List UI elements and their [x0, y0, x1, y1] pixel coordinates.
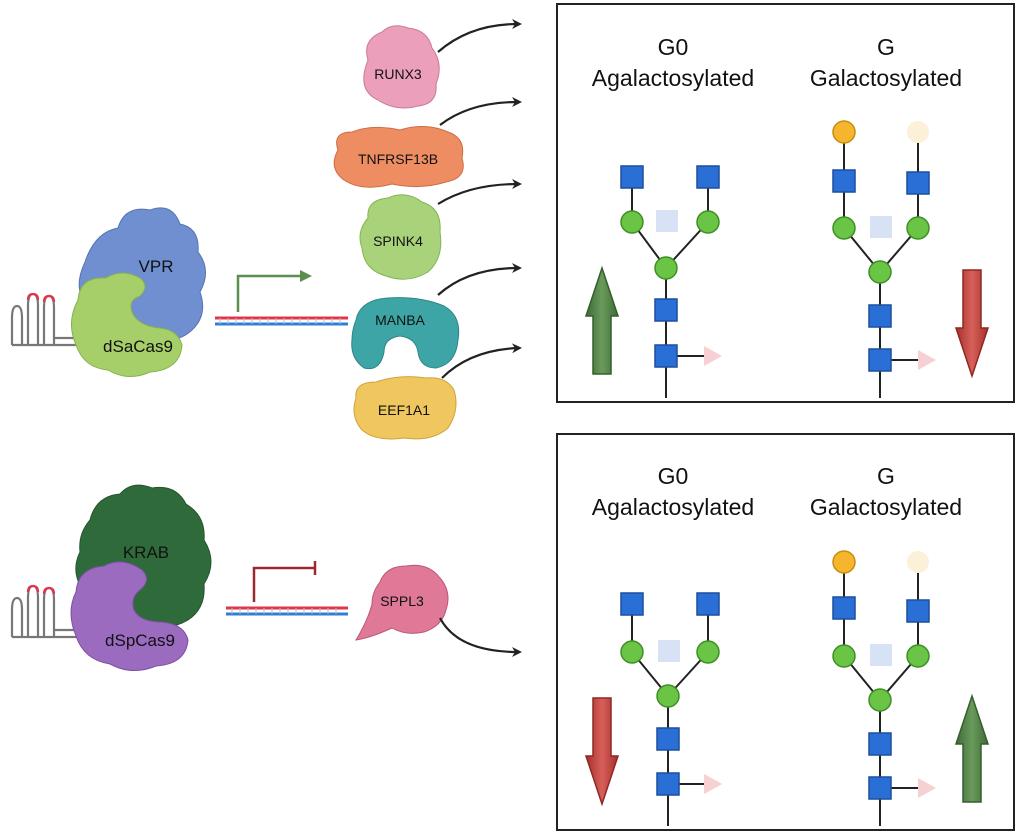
glcnac-icon	[868, 776, 892, 800]
glcnac-icon	[832, 169, 856, 193]
bottom-g0-glycan	[620, 592, 722, 826]
glcnac-icon	[656, 727, 680, 751]
mannose-icon	[906, 644, 930, 668]
bottom-g-title: G	[877, 463, 895, 489]
glcnac-icon	[868, 304, 892, 328]
activation-arrows	[437, 19, 522, 379]
galactose-faded-icon	[907, 551, 929, 573]
fucose-icon	[918, 778, 936, 798]
repression-complex: KRAB dSpCas9	[10, 484, 212, 671]
mannose-icon	[868, 260, 892, 284]
dsacas9-label: dSaCas9	[103, 337, 173, 356]
activation-glycan-panel	[556, 3, 1015, 403]
glcnac-icon	[620, 165, 644, 189]
top-g-title: G	[877, 34, 895, 60]
top-g0-title: G0	[658, 34, 689, 60]
mannose-icon	[906, 216, 930, 240]
top-g-glycan	[832, 120, 936, 398]
protein-tnfrsf13b-label: TNFRSF13B	[358, 151, 438, 167]
mannose-icon	[656, 684, 680, 708]
dspcas9-label: dSpCas9	[105, 631, 175, 650]
fucose-icon	[918, 350, 936, 370]
mannose-icon	[696, 210, 720, 234]
protein-runx3-label: RUNX3	[374, 66, 422, 82]
dspcas9-domain	[70, 561, 189, 671]
bottom-g0-title: G0	[658, 463, 689, 489]
galactose-icon	[832, 550, 856, 574]
glcnac-icon	[620, 592, 644, 616]
glcnac-icon	[906, 171, 930, 195]
glcnac-icon	[654, 298, 678, 322]
galactose-icon	[832, 120, 856, 144]
glcnac-icon	[696, 592, 720, 616]
bottom-g-subtitle: Galactosylated	[810, 494, 962, 520]
protein-sppl3-label: SPPL3	[380, 593, 424, 609]
mannose-icon	[832, 644, 856, 668]
glcnac-icon	[906, 599, 930, 623]
bottom-g-glycan	[832, 550, 936, 826]
glcnac-icon	[868, 348, 892, 372]
glcnac-icon	[868, 732, 892, 756]
top-g0-up-arrow	[584, 265, 620, 375]
top-g0-subtitle: Agalactosylated	[592, 65, 754, 91]
protein-sppl3: SPPL3	[355, 564, 449, 641]
protein-spink4: SPINK4	[359, 194, 442, 280]
activation-complex: VPR dSaCas9	[10, 207, 206, 377]
mannose-icon	[620, 640, 644, 664]
glcnac-icon	[832, 596, 856, 620]
repression-arrow	[439, 617, 522, 657]
glcnac-icon	[654, 344, 678, 368]
galactose-faded-icon	[907, 121, 929, 143]
repression-glycan-panel	[556, 433, 1015, 831]
mannose-icon	[620, 210, 644, 234]
top-g0-glycan	[620, 165, 722, 398]
protein-spink4-label: SPINK4	[373, 233, 423, 249]
protein-manba: MANBA	[351, 297, 460, 370]
mannose-icon	[832, 216, 856, 240]
repression-promoter	[226, 561, 348, 616]
top-g-down-arrow	[954, 269, 990, 379]
top-g-subtitle: Galactosylated	[810, 65, 962, 91]
activation-promoter	[215, 270, 348, 326]
mannose-icon	[868, 688, 892, 712]
glcnac-icon	[656, 772, 680, 796]
bottom-g-up-arrow	[954, 693, 990, 803]
bottom-g0-down-arrow	[584, 697, 620, 807]
protein-runx3: RUNX3	[363, 25, 440, 109]
mannose-icon	[696, 640, 720, 664]
protein-manba-label: MANBA	[375, 312, 425, 328]
vpr-label: VPR	[139, 257, 174, 276]
fucose-icon	[704, 346, 722, 366]
krab-label: KRAB	[123, 543, 169, 562]
dsacas9-domain	[71, 272, 183, 377]
glcnac-icon	[696, 165, 720, 189]
protein-eef1a1-label: EEF1A1	[378, 402, 430, 418]
bottom-g0-subtitle: Agalactosylated	[592, 494, 754, 520]
protein-eef1a1: EEF1A1	[353, 376, 457, 440]
mannose-icon	[654, 256, 678, 280]
fucose-icon	[704, 774, 722, 794]
protein-tnfrsf13b: TNFRSF13B	[333, 126, 464, 188]
